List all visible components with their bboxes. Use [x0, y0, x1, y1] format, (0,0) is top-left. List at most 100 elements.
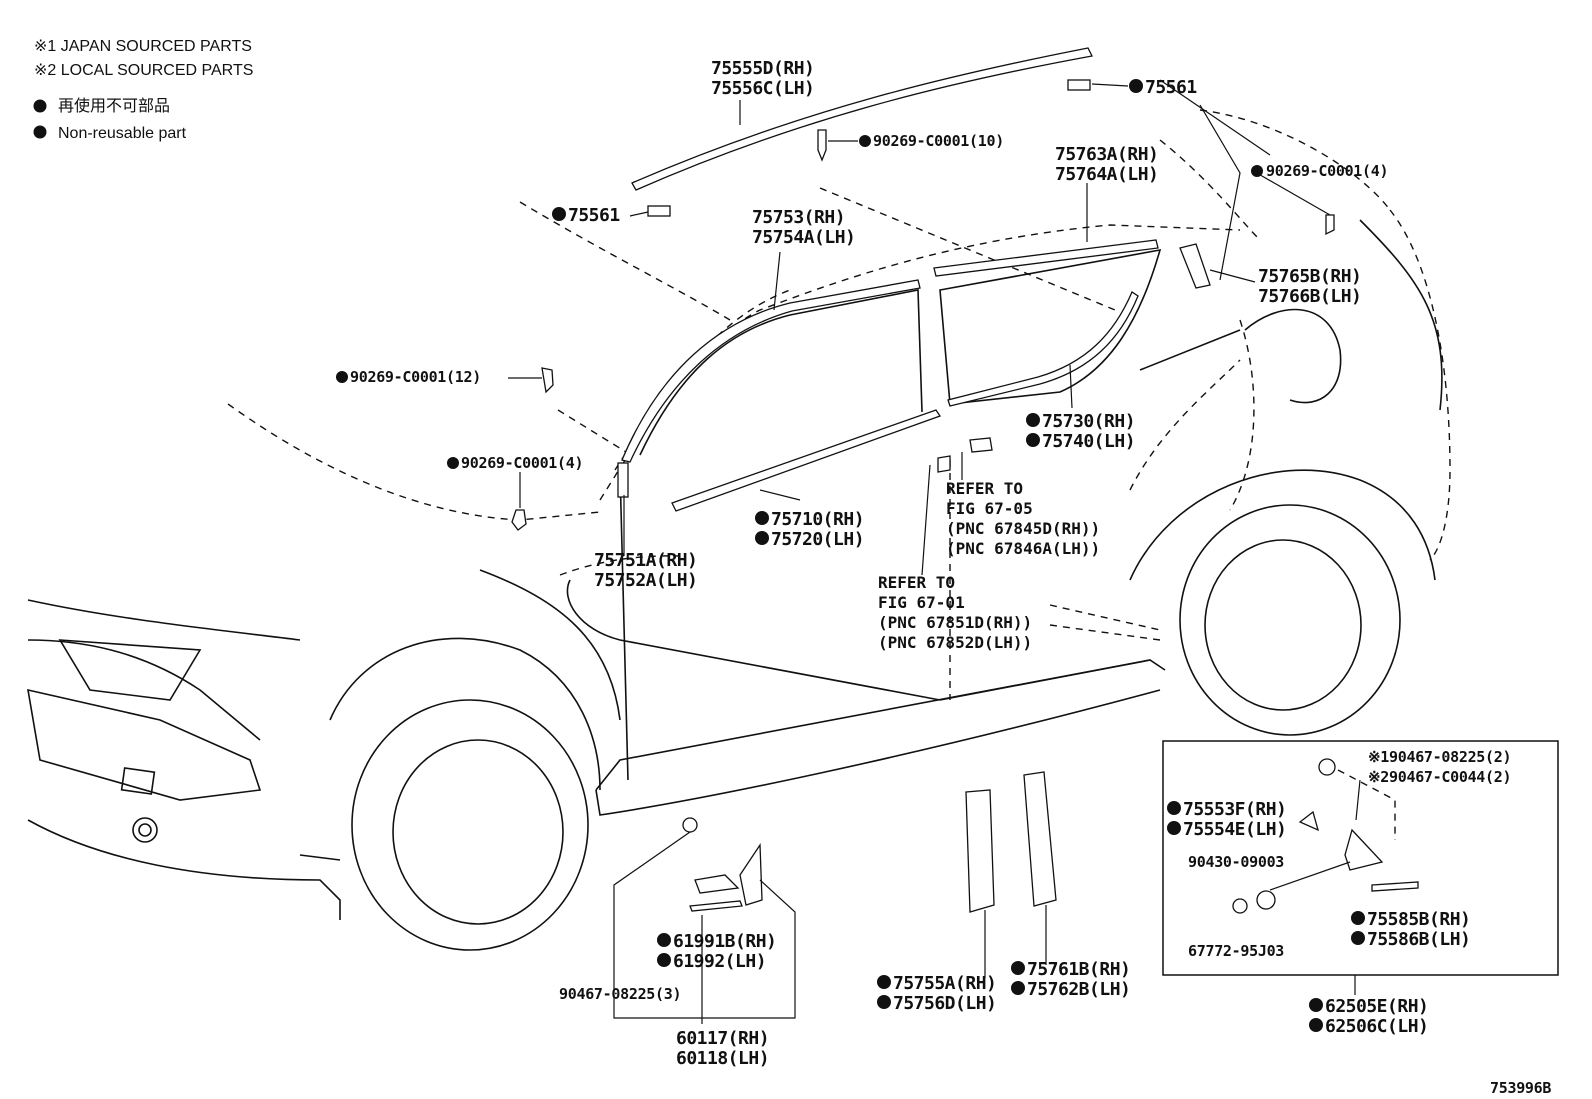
garnish-62505-part [1344, 828, 1384, 871]
rocker-dash-1 [1049, 604, 1161, 631]
door-lower [566, 579, 941, 701]
label-90467-3: 90467-08225(3) [559, 985, 681, 1003]
front-arch [329, 637, 601, 791]
mudguard-bracket-lines [613, 831, 796, 1019]
garnish-75761-part [1023, 771, 1057, 907]
label-75766-lh: 75766B(LH) [1258, 286, 1361, 307]
parts [511, 47, 1335, 531]
nonreusable-bullet-icon [33, 125, 47, 139]
inset-lead-2 [1269, 861, 1351, 891]
nonreusable-marker [657, 953, 671, 967]
inset-lead-1 [1355, 779, 1361, 821]
rear-rim [1204, 539, 1362, 711]
garnish-75755-part [965, 789, 995, 913]
nonreusable-marker [1026, 413, 1040, 427]
fog-lamp-inner [138, 823, 152, 837]
rear-door-frame-molding [933, 239, 1159, 277]
label-75754-lh: 75754A(LH) [752, 227, 855, 248]
front-door-frame-molding [621, 279, 921, 463]
rocker-upper [595, 659, 1166, 791]
clip-90467-3-icon [682, 817, 698, 833]
leader-ref2 [921, 464, 931, 576]
quarter-window-line [1139, 329, 1241, 371]
a-pillar-garnish [617, 462, 629, 498]
nonreusable-marker [877, 975, 891, 989]
front-door-line [559, 555, 681, 576]
quarter-line [1129, 359, 1241, 491]
bumper-edge [299, 854, 341, 861]
pillar-garnish-group [965, 771, 1057, 978]
front-upper-line [27, 599, 301, 641]
label-75761-rh: 75761B(RH) [1027, 959, 1130, 980]
headlamp [58, 639, 202, 701]
label-clip-90269-4-front: 90269-C0001(4) [461, 454, 583, 472]
rear-door-lower [939, 659, 1151, 701]
lower-grille [27, 688, 262, 801]
leader-75561-top [1091, 83, 1129, 87]
clip-90269-10 [817, 129, 827, 162]
nonreusable-marker [859, 135, 871, 147]
leader-clip-rear-aux [1199, 104, 1241, 281]
front-tire [351, 699, 589, 951]
mudguard-group [613, 817, 796, 1024]
a-pillar-vert [619, 469, 629, 781]
nonreusable-marker [755, 531, 769, 545]
leader-clip4-rear [1254, 171, 1331, 216]
clip-90269-4-front [511, 509, 527, 531]
rear-window [939, 248, 1162, 405]
label-75756-lh: 75756D(LH) [893, 993, 996, 1014]
nonreusable-marker [1129, 79, 1143, 93]
mudguard-strip [689, 900, 743, 912]
rear-tire [1179, 504, 1401, 736]
nonreusable-marker [1167, 801, 1181, 815]
mudguard-plate [694, 874, 740, 894]
leader-75753 [773, 251, 781, 311]
label-60117-rh: 60117(RH) [676, 1028, 769, 1049]
note-local-sourced: ※2 LOCAL SOURCED PARTS [34, 62, 253, 79]
hood-rear-line [519, 201, 731, 321]
label-75765-rh: 75765B(RH) [1258, 266, 1361, 287]
label-s1-90467: ※190467-08225(2) [1368, 748, 1511, 766]
label-75710-rh: 75710(RH) [771, 509, 864, 530]
label-75763-rh: 75763A(RH) [1055, 144, 1158, 165]
grommet-67772-icon [1256, 890, 1276, 910]
clip-90269-4-rear [1325, 214, 1335, 236]
note-nonreusable-jp: 再使用不可部品 [58, 97, 170, 115]
ref1-line3: (PNC 67845D(RH)) [946, 519, 1100, 538]
inset-frame [1162, 740, 1559, 976]
front-rim [392, 739, 564, 925]
inset-dash-1 [1337, 769, 1396, 840]
ref2-line3: (PNC 67851D(RH)) [878, 613, 1032, 632]
nonreusable-marker [1011, 981, 1025, 995]
fog-lamp-ring [132, 817, 158, 843]
label-75730-rh: 75730(RH) [1042, 411, 1135, 432]
label-61992-lh: 61992(LH) [673, 951, 766, 972]
roof-molding-part [631, 47, 1093, 191]
tail-lamp-line [1359, 219, 1443, 411]
clip-dash-1 [819, 187, 1116, 311]
legend: ※1 JAPAN SOURCED PARTS ※2 LOCAL SOURCED … [33, 38, 253, 142]
front-window [639, 289, 923, 456]
label-clip-90269-10: 90269-C0001(10) [873, 132, 1004, 150]
ref2-line4: (PNC 67852D(LH)) [878, 633, 1032, 652]
bracket-67851 [937, 455, 951, 473]
note-nonreusable-en: Non-reusable part [58, 125, 187, 142]
rear-door-belt-molding [947, 291, 1139, 407]
leader-roof-rear [1159, 79, 1271, 156]
moulding-75553-part [1298, 810, 1319, 832]
label-75585-rh: 75585B(RH) [1367, 909, 1470, 930]
label-90430: 90430-09003 [1188, 853, 1284, 871]
label-75586-lh: 75586B(LH) [1367, 929, 1470, 950]
inset-box [1162, 740, 1559, 995]
leader-75730 [1069, 364, 1073, 409]
leader-75765 [1209, 269, 1256, 283]
vehicle-outline [27, 109, 1451, 951]
leader-75561-left [629, 211, 649, 217]
label-s2-90467: ※290467-C0044(2) [1368, 768, 1511, 786]
nonreusable-marker [1251, 165, 1263, 177]
ref2-line2: FIG 67-01 [878, 593, 965, 612]
c-pillar-line [1229, 319, 1255, 511]
nonreusable-marker [1351, 911, 1365, 925]
label-61991-rh: 61991B(RH) [673, 931, 776, 952]
callout-labels: 75555D(RH) 75556C(LH) 75561 75561 90269-… [336, 58, 1552, 1097]
